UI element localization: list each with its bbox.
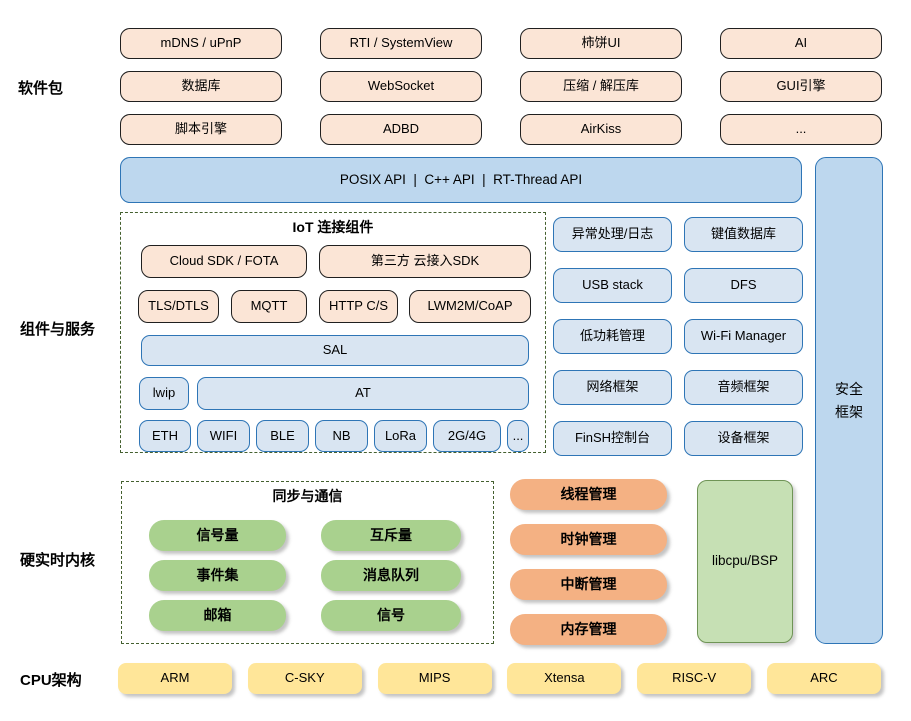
kernel-mgmt-box: 内存管理 — [510, 614, 667, 645]
libcpu-bsp-box: libcpu/BSP — [697, 480, 793, 643]
software-package: 数据库 — [120, 71, 282, 102]
iot-protocol-box: MQTT — [231, 290, 307, 323]
api-banner: POSIX API | C++ API | RT-Thread API — [120, 157, 802, 203]
software-package: ... — [720, 114, 882, 145]
iot-group-title: IoT 连接组件 — [292, 219, 374, 235]
service-box: 异常处理/日志 — [553, 217, 672, 252]
software-package: GUI引擎 — [720, 71, 882, 102]
section-label-components-services: 组件与服务 — [20, 321, 96, 338]
service-box: 网络框架 — [553, 370, 672, 405]
cpu-arch-row: ARM C-SKY MIPS Xtensa RISC-V ARC — [118, 663, 881, 694]
iot-sdk-box: Cloud SDK / FOTA — [141, 245, 307, 278]
cpu-arch-box: MIPS — [377, 663, 492, 694]
cpu-arch-box: Xtensa — [507, 663, 622, 694]
service-box: 键值数据库 — [684, 217, 803, 252]
software-package: ADBD — [320, 114, 482, 145]
software-package-row: 脚本引擎 ADBD AirKiss ... — [120, 114, 882, 145]
cpu-arch-box: C-SKY — [247, 663, 362, 694]
software-package: AI — [720, 28, 882, 59]
iot-protocol-box: TLS/DTLS — [138, 290, 219, 323]
link-layer-box: ... — [507, 420, 529, 452]
service-box: Wi-Fi Manager — [684, 319, 803, 354]
link-layer-box: ETH — [139, 420, 191, 452]
kernel-ipc-box: 信号 — [321, 600, 461, 631]
at-box: AT — [197, 377, 529, 410]
security-framework-box: 安全 框架 — [815, 157, 883, 644]
sync-group-title: 同步与通信 — [272, 488, 343, 504]
kernel-ipc-box: 事件集 — [149, 560, 286, 591]
section-label-realtime-kernel: 硬实时内核 — [20, 552, 96, 569]
security-framework-label-line1: 安全 — [835, 381, 863, 397]
sync-communication-group: 同步与通信 信号量 事件集 邮箱 互斥量 消息队列 信号 — [121, 481, 494, 644]
software-package: AirKiss — [520, 114, 682, 145]
software-package-row: mDNS / uPnP RTI / SystemView 柿饼UI AI — [120, 28, 882, 59]
software-package: 压缩 / 解压库 — [520, 71, 682, 102]
sal-layer-box: SAL — [141, 335, 529, 366]
service-box: FinSH控制台 — [553, 421, 672, 456]
iot-protocol-box: HTTP C/S — [319, 290, 398, 323]
link-layer-box: NB — [315, 420, 368, 452]
software-package-row: 数据库 WebSocket 压缩 / 解压库 GUI引擎 — [120, 71, 882, 102]
link-layer-box: WIFI — [197, 420, 250, 452]
kernel-ipc-box: 信号量 — [149, 520, 286, 551]
kernel-mgmt-box: 线程管理 — [510, 479, 667, 510]
iot-connectivity-group: IoT 连接组件 Cloud SDK / FOTA 第三方 云接入SDK TLS… — [120, 212, 546, 453]
cpu-arch-box: RISC-V — [637, 663, 752, 694]
service-box: USB stack — [553, 268, 672, 303]
link-layer-box: 2G/4G — [433, 420, 501, 452]
software-package: RTI / SystemView — [320, 28, 482, 59]
kernel-mgmt-box: 中断管理 — [510, 569, 667, 600]
software-package: WebSocket — [320, 71, 482, 102]
cpu-arch-box: ARM — [118, 663, 232, 694]
security-framework-label-line2: 框架 — [835, 404, 863, 420]
link-layer-box: LoRa — [374, 420, 427, 452]
service-box: 音频框架 — [684, 370, 803, 405]
kernel-ipc-box: 邮箱 — [149, 600, 286, 631]
kernel-ipc-box: 消息队列 — [321, 560, 461, 591]
iot-sdk-box: 第三方 云接入SDK — [319, 245, 531, 278]
section-label-cpu-architecture: CPU架构 — [20, 672, 82, 689]
link-layer-box: BLE — [256, 420, 309, 452]
software-package: 柿饼UI — [520, 28, 682, 59]
section-label-software-packages: 软件包 — [18, 80, 64, 97]
kernel-ipc-box: 互斥量 — [321, 520, 461, 551]
kernel-mgmt-box: 时钟管理 — [510, 524, 667, 555]
service-box: DFS — [684, 268, 803, 303]
iot-protocol-box: LWM2M/CoAP — [409, 290, 531, 323]
software-package: 脚本引擎 — [120, 114, 282, 145]
cpu-arch-box: ARC — [766, 663, 881, 694]
service-box: 设备框架 — [684, 421, 803, 456]
service-box: 低功耗管理 — [553, 319, 672, 354]
lwip-box: lwip — [139, 377, 189, 410]
software-package: mDNS / uPnP — [120, 28, 282, 59]
